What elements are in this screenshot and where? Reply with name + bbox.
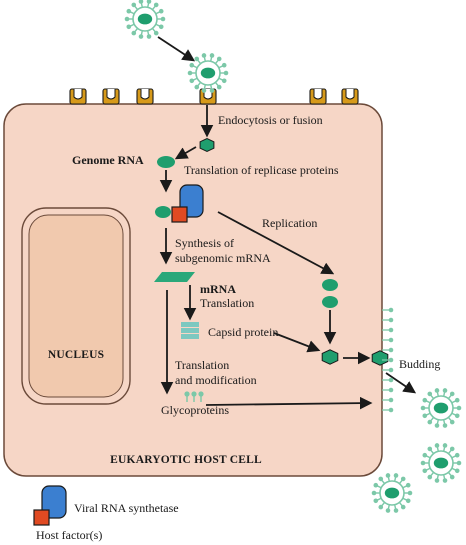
membrane-receptor (309, 88, 327, 105)
legend: Viral RNA synthetase Host factor(s) (33, 485, 179, 542)
arrow-glyco-to-membrane (205, 396, 373, 410)
virus-budded-2 (420, 443, 462, 483)
membrane-receptor (136, 88, 154, 105)
replicated-rna-2 (322, 296, 338, 308)
legend-host-factor-icon (33, 509, 50, 526)
host-factor-shape (171, 206, 188, 223)
legend-synthetase-label: Viral RNA synthetase (74, 501, 179, 515)
virus-incoming (124, 0, 166, 39)
label-translation-replicase: Translation of replicase proteins (184, 163, 339, 177)
label-mrna: mRNA (200, 282, 236, 296)
arrow-virus-to-membrane (157, 36, 196, 62)
replicated-rna-1 (322, 279, 338, 291)
genome-rna-oval (157, 156, 175, 168)
label-synthesis-2: subgenomic mRNA (175, 251, 271, 265)
label-endocytosis: Endocytosis or fusion (218, 113, 323, 127)
arrow-capsid-to-assembly (273, 332, 321, 353)
glycoprotein-spikes (184, 391, 204, 402)
budding-membrane-spikes (382, 307, 394, 413)
virus-attaching (187, 53, 229, 93)
subgenomic-mrna-shape (154, 272, 195, 282)
label-synthesis-1: Synthesis of (175, 236, 234, 250)
label-replication: Replication (262, 216, 317, 230)
arrow-replication (217, 211, 335, 275)
label-translation-mod-1: Translation (175, 358, 229, 372)
nucleocapsid-budding (371, 350, 389, 366)
label-capsid-protein: Capsid protein (208, 325, 278, 339)
arrow-budding (385, 372, 417, 394)
nucleus-label: NUCLEUS (48, 349, 104, 361)
label-glycoproteins: Glycoproteins (161, 403, 229, 417)
nucleocapsid-entering (199, 138, 215, 152)
arrow-to-genome-rna (174, 146, 197, 160)
membrane-receptor (69, 88, 87, 105)
virus-budded-3 (371, 473, 413, 513)
membrane-receptor (341, 88, 359, 105)
membrane-receptor (102, 88, 120, 105)
complex-rna-oval (155, 206, 171, 218)
membrane-receptors (69, 88, 359, 105)
label-genome-rna: Genome RNA (72, 153, 144, 167)
replicase-complex (155, 184, 204, 223)
label-translation: Translation (200, 296, 254, 310)
label-translation-mod-2: and modification (175, 373, 257, 387)
nucleocapsid-assembled (321, 349, 339, 365)
nucleus-inner (28, 214, 124, 398)
flow-arrows (157, 36, 417, 410)
virus-particles (124, 0, 462, 513)
label-budding: Budding (399, 357, 440, 371)
legend-host-factor-label: Host factor(s) (36, 528, 102, 542)
capsid-protein-stack (181, 322, 199, 339)
label-host-cell: EUKARYOTIC HOST CELL (110, 454, 262, 466)
virus-budded-1 (420, 388, 462, 428)
